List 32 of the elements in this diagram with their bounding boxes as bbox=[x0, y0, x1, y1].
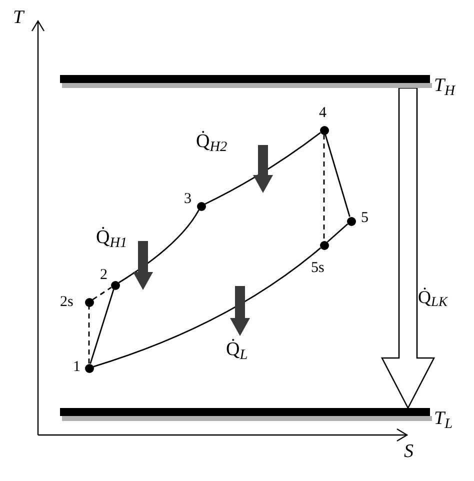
state-point bbox=[320, 240, 328, 250]
heat-label: Q̇$_{H1}$ bbox=[96, 228, 128, 247]
state-number: 2 bbox=[100, 268, 108, 283]
process-line bbox=[204, 132, 321, 205]
dashed-line bbox=[92, 286, 112, 300]
axis-label: T bbox=[13, 8, 24, 27]
process-line bbox=[90, 289, 114, 364]
reservoir-label: T$_{H}$ bbox=[434, 76, 455, 95]
state-number: 3 bbox=[184, 192, 192, 207]
process-line bbox=[326, 223, 348, 243]
process-line bbox=[93, 247, 322, 368]
heat-label: Q̇$_{H2}$ bbox=[196, 132, 228, 151]
process-line bbox=[324, 134, 350, 217]
state-number: 2s bbox=[60, 295, 74, 310]
axis-label: S bbox=[404, 442, 414, 461]
state-point bbox=[196, 202, 206, 210]
state-number: 5s bbox=[311, 261, 324, 276]
state-point bbox=[320, 126, 328, 134]
state-point bbox=[110, 280, 120, 290]
heat-flow-arrow bbox=[380, 87, 436, 410]
reservoir-label: T$_{L}$ bbox=[434, 409, 453, 428]
edge-label: Q̇$_{LK}$ bbox=[418, 288, 448, 306]
state-number: 1 bbox=[73, 360, 80, 375]
state-number: 5 bbox=[361, 211, 368, 226]
dashed-line bbox=[323, 134, 325, 240]
dashed-line bbox=[88, 306, 90, 364]
state-point bbox=[346, 216, 356, 226]
state-point bbox=[84, 298, 94, 306]
process-line bbox=[118, 210, 200, 284]
state-number: 4 bbox=[319, 106, 326, 121]
state-point bbox=[84, 364, 94, 372]
heat-label: Q̇$_{L}$ bbox=[226, 340, 248, 359]
